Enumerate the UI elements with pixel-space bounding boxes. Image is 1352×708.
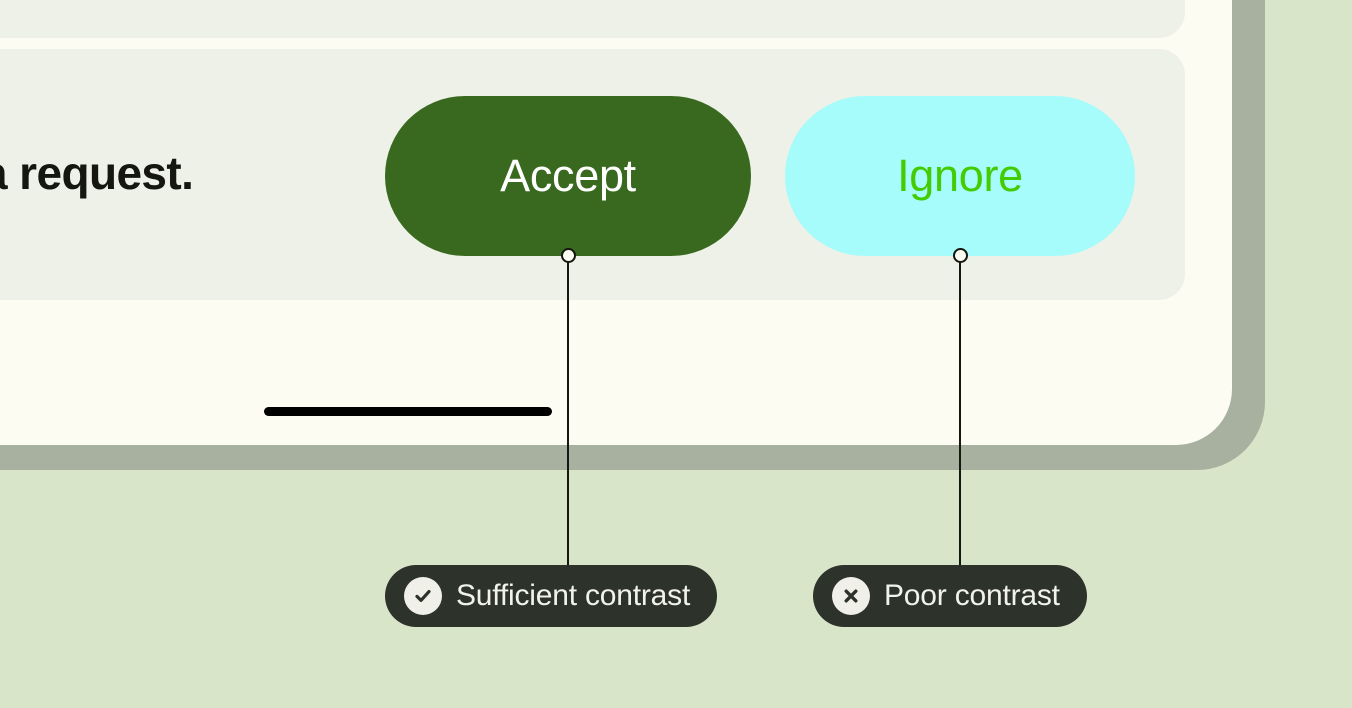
text-rule-divider xyxy=(264,407,552,416)
content-card-top xyxy=(0,0,1185,38)
callout-line-ignore xyxy=(959,262,961,567)
callout-anchor-accept xyxy=(561,248,576,263)
x-circle-icon xyxy=(832,577,870,615)
accept-button[interactable]: Accept xyxy=(385,96,751,256)
annotation-poor-contrast: Poor contrast xyxy=(813,565,1087,627)
annotation-label: Sufficient contrast xyxy=(456,579,691,612)
annotation-label: Poor contrast xyxy=(884,579,1060,612)
callout-anchor-ignore xyxy=(953,248,968,263)
callout-line-accept xyxy=(567,262,569,567)
annotation-sufficient-contrast: Sufficient contrast xyxy=(385,565,718,627)
check-circle-icon xyxy=(404,577,442,615)
ignore-button[interactable]: Ignore xyxy=(785,96,1135,256)
request-text: a request. xyxy=(0,147,194,199)
